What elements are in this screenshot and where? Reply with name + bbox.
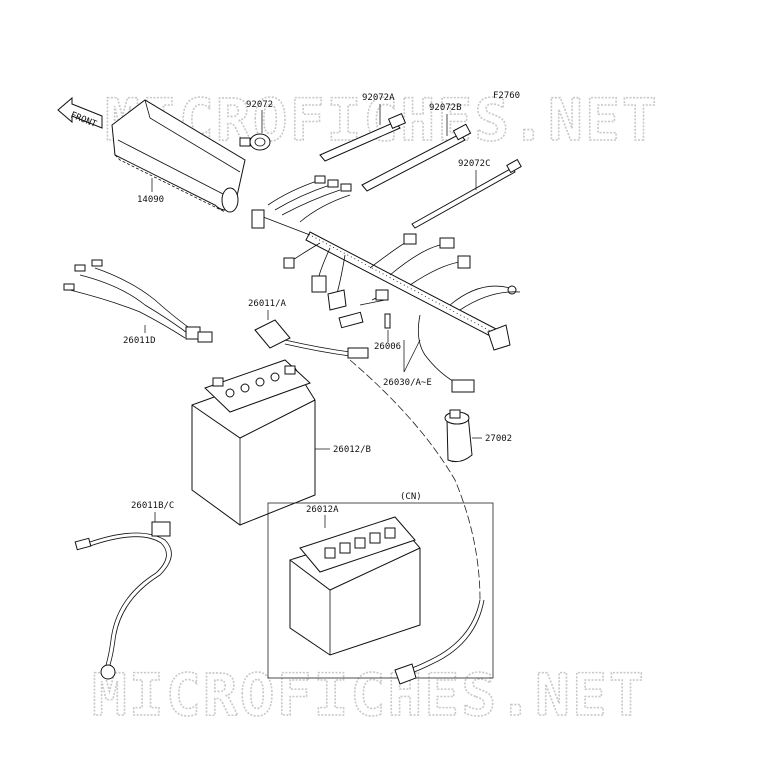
- clip-92072[interactable]: [239, 133, 271, 151]
- band-92072B[interactable]: [361, 123, 472, 192]
- label-26012B: 26012/B: [333, 445, 371, 455]
- lead-26011D[interactable]: [63, 259, 213, 343]
- label-26030: 26030/A~E: [383, 378, 432, 388]
- cable-26011A[interactable]: [254, 319, 481, 601]
- label-26011BC: 26011B/C: [131, 501, 174, 511]
- cover-14090[interactable]: [111, 99, 246, 213]
- label-26006: 26006: [374, 342, 401, 352]
- cn-frame: [267, 502, 494, 679]
- label-26011D: 26011D: [123, 336, 156, 346]
- label-27002: 27002: [485, 434, 512, 444]
- battery-26012B[interactable]: [191, 359, 316, 526]
- battery-26012A[interactable]: [289, 516, 421, 656]
- label-92072C: 92072C: [458, 159, 491, 169]
- cable-lower[interactable]: [394, 599, 485, 685]
- cable-26011BC[interactable]: [74, 521, 172, 680]
- front-arrow-icon: FRONT: [57, 96, 103, 130]
- label-92072B: 92072B: [429, 103, 462, 113]
- tie-92072C[interactable]: [411, 158, 522, 229]
- band-92072A[interactable]: [319, 113, 407, 162]
- region-note: (CN): [400, 492, 422, 502]
- watermark-bottom: MICROFICHES.NET: [92, 661, 646, 729]
- label-26012A: 26012A: [306, 505, 339, 515]
- label-26011A: 26011/A: [248, 299, 287, 309]
- fuse-26006[interactable]: [384, 313, 391, 329]
- label-92072: 92072: [246, 100, 273, 110]
- label-14090: 14090: [137, 195, 164, 205]
- label-92072A: 92072A: [362, 93, 395, 103]
- figure-code: F2760: [493, 91, 520, 101]
- relay-27002[interactable]: [444, 409, 473, 463]
- main-harness-26030[interactable]: [251, 175, 521, 393]
